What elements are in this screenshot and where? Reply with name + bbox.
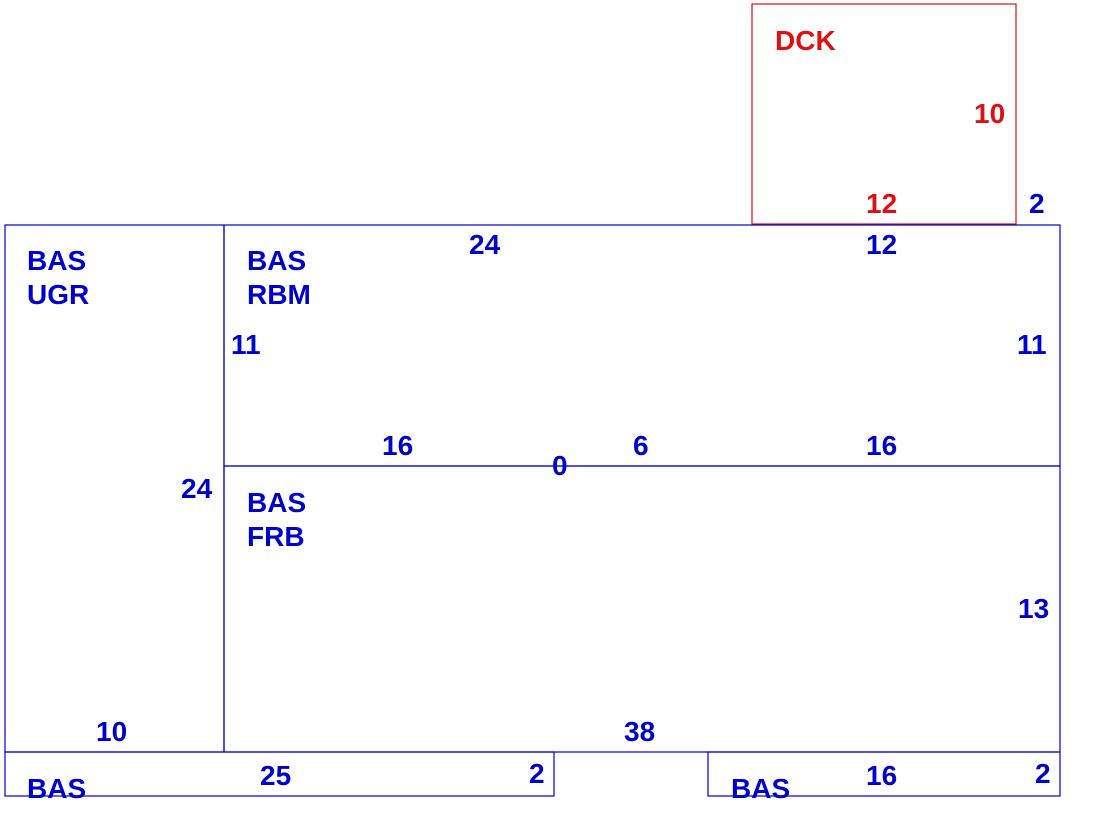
rbm-dim-top: 24 [469, 229, 501, 260]
frb-dim-bottom: 38 [624, 716, 655, 747]
bottom-left-dim-right: 2 [529, 758, 545, 789]
frb-label-line1: BAS [247, 487, 306, 518]
rbm-label-line1: BAS [247, 245, 306, 276]
ugr-label-line1: BAS [27, 245, 86, 276]
bottom-left-label: BAS [27, 773, 86, 804]
rbm-label-line2: RBM [247, 279, 311, 310]
dck-label: DCK [775, 25, 836, 56]
bottom-right-dim-top: 16 [866, 760, 897, 791]
dck-dim-right: 10 [974, 98, 1005, 129]
rbm-dim-bottom-right: 16 [866, 430, 897, 461]
rbm-dim-left: 11 [231, 329, 261, 360]
rbm-dim-bottom-mid: 6 [633, 430, 649, 461]
dck-dim-offset: 2 [1029, 188, 1045, 219]
rbm-dim-zero: 0 [552, 450, 568, 481]
bottom-right-dim-right: 2 [1035, 758, 1051, 789]
ugr-dim-bottom: 10 [96, 716, 127, 747]
frb-outline [223, 465, 1061, 753]
deck-outline [751, 3, 1017, 225]
rbm-dim-right: 11 [1017, 329, 1047, 360]
bottom-right-outline [707, 751, 1061, 797]
dck-dim-bottom: 12 [866, 188, 897, 219]
ugr-dim-left-inner: 24 [181, 473, 213, 504]
frb-label-line2: FRB [247, 521, 305, 552]
ugr-label-line2: UGR [27, 279, 89, 310]
rbm-dim-top-right: 12 [866, 229, 897, 260]
frb-dim-right: 13 [1018, 593, 1049, 624]
bottom-right-label: BAS [731, 773, 790, 804]
rbm-dim-bottom-left: 16 [382, 430, 413, 461]
bottom-left-outline [4, 751, 555, 797]
bottom-left-dim-top: 25 [260, 760, 291, 791]
